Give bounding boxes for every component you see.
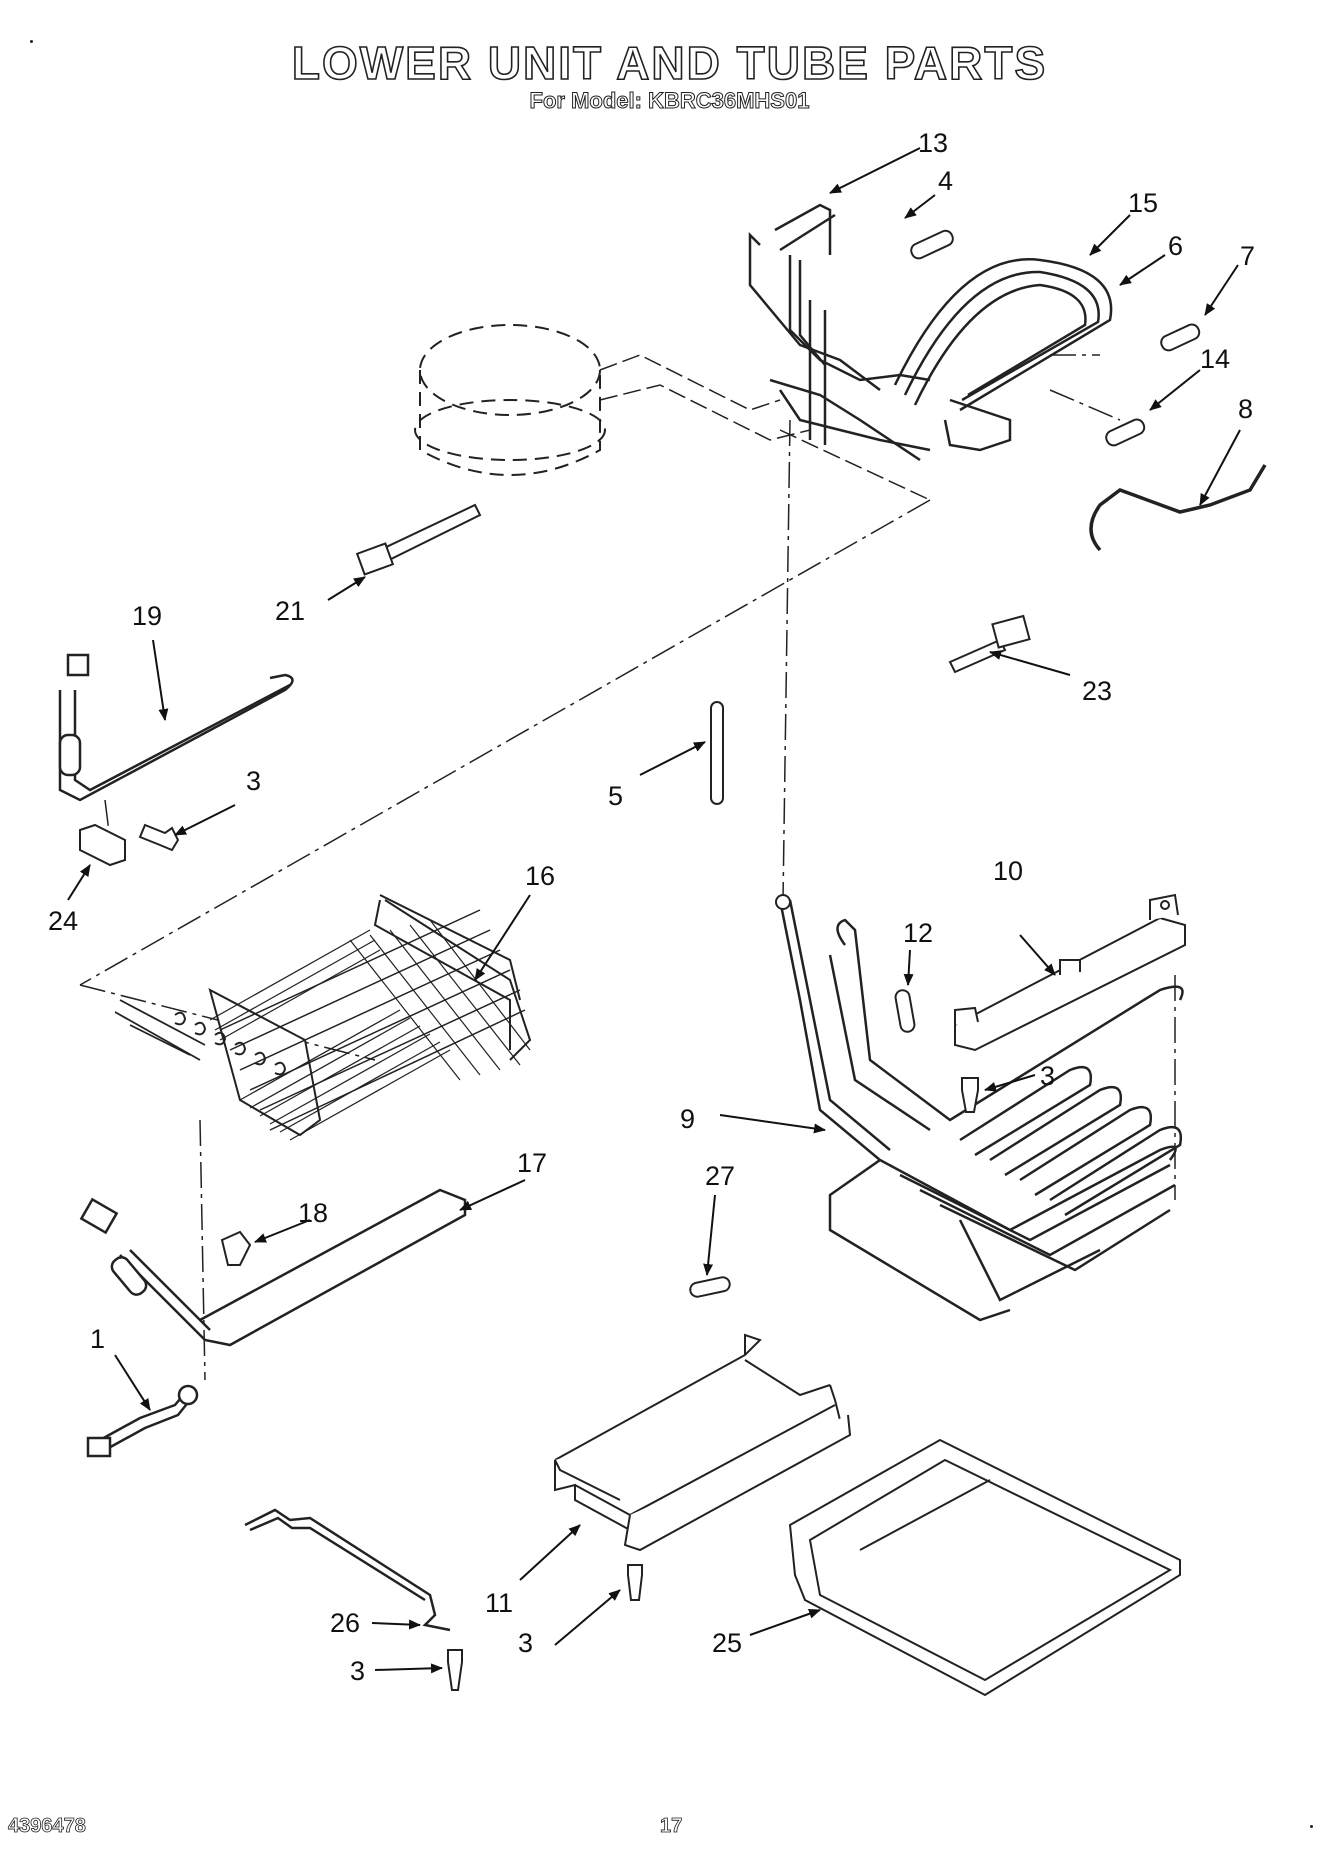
- callout-4: 4: [938, 166, 953, 196]
- part-17-heater: [79, 1188, 467, 1347]
- part-14-tube: [1105, 418, 1146, 447]
- corner-mark-top: [30, 40, 33, 43]
- callout-17: 17: [517, 1148, 547, 1178]
- part-15-loop-tube: [893, 258, 1113, 412]
- part-8-tube: [1089, 464, 1267, 552]
- callout-3a: 3: [246, 766, 261, 796]
- callout-14: 14: [1200, 344, 1230, 374]
- part-16-evaporator-hairpins: [174, 1011, 287, 1076]
- part-18-clip: [220, 1230, 252, 1266]
- callout-21: 21: [275, 596, 305, 626]
- model-subtitle: For Model: KBRC36MHS01: [529, 88, 810, 114]
- callout-9: 9: [680, 1104, 695, 1134]
- callout-7: 7: [1240, 241, 1255, 271]
- part-27-tube: [689, 1276, 731, 1298]
- callout-13: 13: [918, 128, 948, 158]
- callout-6: 6: [1168, 231, 1183, 261]
- callout-1: 1: [90, 1324, 105, 1354]
- callout-3b: 3: [1040, 1061, 1055, 1091]
- part-7-tube: [1160, 323, 1201, 352]
- callout-26: 26: [330, 1608, 360, 1638]
- compressor-outline: [414, 324, 606, 476]
- callout-15: 15: [1128, 188, 1158, 218]
- part-12-tube: [894, 989, 916, 1033]
- callout-12: 12: [903, 918, 933, 948]
- part-10-bracket: [954, 893, 1186, 1052]
- part-23-cable-tie: [948, 614, 1031, 674]
- page-title: LOWER UNIT AND TUBE PARTS: [291, 36, 1048, 90]
- callout-23: 23: [1082, 676, 1112, 706]
- callout-19: 19: [132, 601, 162, 631]
- part-3-screw-d: [447, 1649, 463, 1691]
- alignment-lines: [79, 354, 1176, 1381]
- callout-25: 25: [712, 1628, 742, 1658]
- part-3-screw-c: [627, 1564, 643, 1601]
- part-16-evaporator: [114, 894, 532, 1137]
- callout-18: 18: [298, 1198, 328, 1228]
- callout-3c: 3: [350, 1656, 365, 1686]
- part-13-tube-assembly: [748, 203, 1012, 462]
- callout-5: 5: [608, 781, 623, 811]
- part-3-screw-a: [138, 823, 180, 852]
- part-25-drain-pan: [788, 1438, 1181, 1697]
- leader-arrows: [67, 147, 1241, 1674]
- callout-3d: 3: [518, 1628, 533, 1658]
- callout-24: 24: [48, 906, 78, 936]
- page-number: 17: [660, 1815, 683, 1838]
- callout-11: 11: [485, 1588, 513, 1618]
- part-24-bracket: [79, 823, 126, 867]
- part-19-heater: [58, 653, 294, 802]
- part-4-tube: [910, 229, 954, 260]
- part-9-tube-end: [775, 894, 791, 910]
- part-3-screw-b: [961, 1077, 979, 1113]
- callout-10: 10: [993, 856, 1023, 886]
- callout-16: 16: [525, 861, 555, 891]
- callout-labels: 13 4 15 6 7 14 8 21 19 23 3 5 24 16 10 1…: [48, 128, 1255, 1686]
- part-21-cable-tie: [355, 503, 482, 576]
- part-5-tube: [710, 701, 724, 805]
- callout-27: 27: [705, 1161, 735, 1191]
- document-number: 4396478: [8, 1815, 87, 1838]
- corner-mark-bottom: [1310, 1825, 1313, 1828]
- part-1-wire-harness: [86, 1384, 199, 1458]
- part-26-bracket: [244, 1508, 451, 1632]
- callout-8: 8: [1238, 394, 1253, 424]
- part-9-condenser-coil: [778, 899, 1184, 1322]
- part-11-bracket-pan: [554, 1333, 852, 1552]
- part-16-evaporator-fins: [209, 919, 531, 1141]
